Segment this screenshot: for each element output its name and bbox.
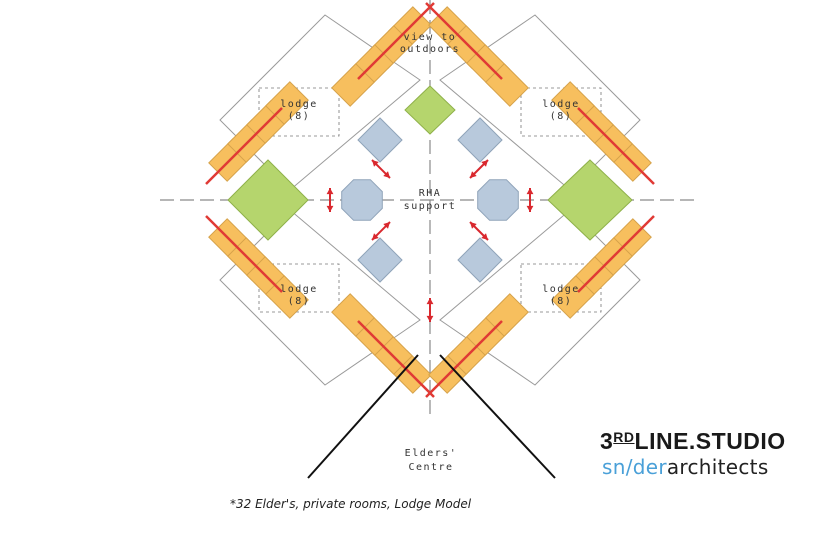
green-court-top: [404, 85, 456, 135]
path-line-right: [439, 354, 556, 479]
support-octagon-1: [477, 179, 519, 221]
support-label-line2: support: [404, 201, 457, 212]
lodge-common-area-bottom-left: [258, 263, 340, 313]
support-room-1: [457, 117, 503, 163]
architects-logo-der: der: [632, 455, 667, 479]
elders-label-line1: Elders': [405, 448, 458, 459]
outer-wall-a-bottom-right: [425, 320, 503, 398]
lodge-bottom-left: [205, 209, 435, 398]
arrow-left-head-start: [326, 188, 334, 195]
studio-logo: 3RDLINE.STUDIO: [600, 428, 786, 455]
arrow-bottom-right-head-end: [481, 233, 488, 240]
studio-logo-rest: LINE.STUDIO: [634, 428, 786, 454]
lodge-count-bottom-left: (8): [288, 296, 311, 307]
arrow-left-head-end: [326, 205, 334, 212]
arrow-bottom-left-head-start: [372, 233, 379, 240]
arrow-bottom-center-head-start: [426, 298, 434, 305]
arrow-top-left-head-end: [383, 171, 390, 178]
figure-caption: *32 Elder's, private rooms, Lodge Model: [230, 497, 472, 511]
outer-wall-a-top-left: [357, 2, 435, 80]
arrow-bottom-right-head-start: [470, 222, 477, 229]
outer-wall-a-bottom-left: [357, 320, 435, 398]
outer-wall-b-top-left: [205, 107, 283, 185]
room-wings: [205, 2, 655, 398]
arrow-right-head-end: [526, 205, 534, 212]
view-label-line1: view to: [404, 32, 457, 43]
outer-wall-b-bottom-left: [205, 215, 283, 293]
outer-wall-a-top-right: [425, 2, 503, 80]
arrow-bottom-center: [426, 298, 434, 322]
lodge-common-area-top-left: [258, 87, 340, 137]
central-core: [227, 85, 633, 322]
architects-logo: sn/derarchitects: [602, 455, 769, 479]
support-room-3: [457, 237, 503, 283]
lodge-top-right: [425, 2, 655, 191]
arrow-right-head-start: [526, 188, 534, 195]
arrow-top-right-head-start: [470, 171, 477, 178]
lodge-bottom-right: [425, 209, 655, 398]
arrow-top-left-head-start: [372, 160, 379, 167]
arrow-right: [526, 188, 534, 212]
arrow-left: [326, 188, 334, 212]
outer-wall-b-top-right: [577, 107, 655, 185]
arrow-bottom-center-head-end: [426, 315, 434, 322]
arrow-top-right-head-end: [481, 160, 488, 167]
elders-label-line2: Centre: [408, 462, 453, 473]
support-label-line1: RHA: [419, 188, 442, 199]
support-room-2: [357, 237, 403, 283]
lodge-top-left: [205, 2, 435, 191]
architects-logo-sn: sn: [602, 455, 626, 479]
view-label-line2: outdoors: [400, 44, 460, 55]
lodge-count-bottom-right: (8): [550, 296, 573, 307]
green-court-left: [227, 159, 309, 241]
outer-wall-b-bottom-right: [577, 215, 655, 293]
path-line-left: [307, 354, 419, 479]
studio-logo-prefix: 3: [600, 428, 614, 454]
architects-logo-slash: /: [625, 455, 633, 479]
lodge-count-top-right: (8): [550, 111, 573, 122]
arrow-bottom-right: [469, 221, 489, 241]
arrow-bottom-left-head-end: [383, 222, 390, 229]
lodge-label-top-left: lodge: [280, 99, 318, 110]
green-court-right: [547, 159, 633, 241]
lodge-count-top-left: (8): [288, 111, 311, 122]
lodge-label-top-right: lodge: [542, 99, 580, 110]
architects-logo-rest: architects: [666, 455, 769, 479]
support-room-0: [357, 117, 403, 163]
studio-logo-rd: RD: [613, 429, 635, 445]
lodge-label-bottom-right: lodge: [542, 284, 580, 295]
arrow-bottom-left: [371, 221, 391, 241]
arrow-top-right: [469, 159, 489, 179]
arrow-top-left: [371, 159, 391, 179]
support-octagon-0: [341, 179, 383, 221]
lodge-label-bottom-left: lodge: [280, 284, 318, 295]
